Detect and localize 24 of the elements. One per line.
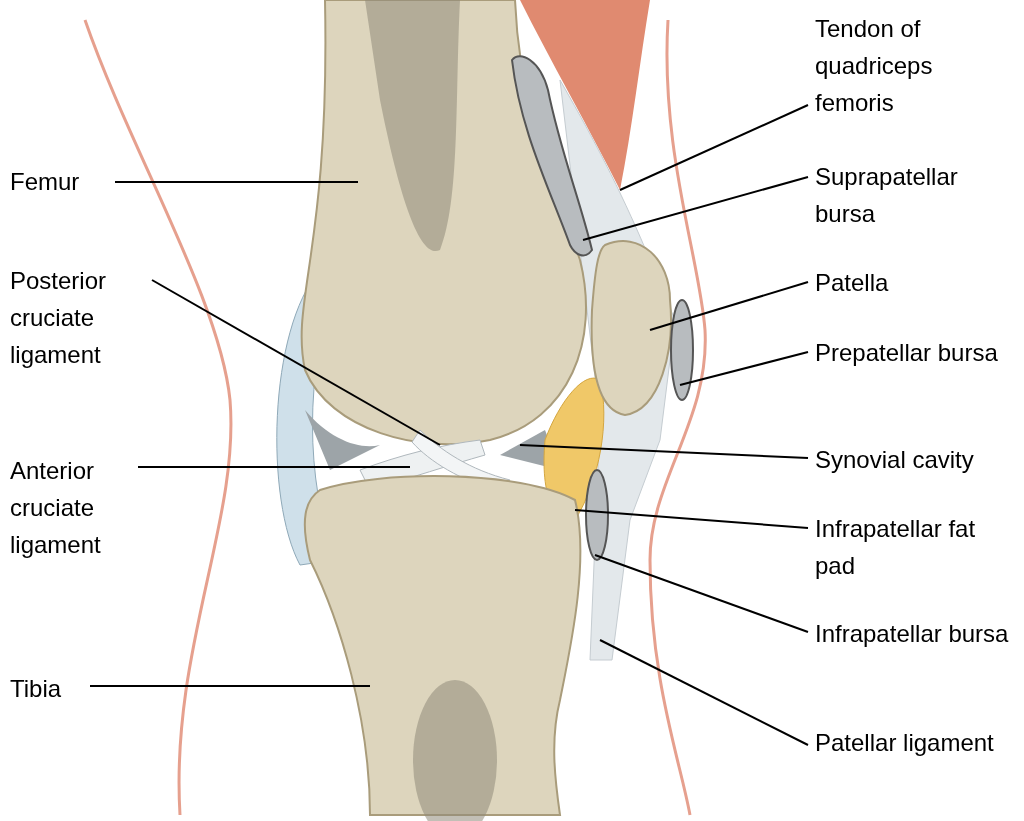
part-label: Patella	[815, 268, 890, 298]
leader-line	[89, 685, 371, 687]
leader-line	[574, 509, 809, 529]
leader-line	[519, 444, 809, 459]
leader-line	[679, 351, 809, 386]
leader-line	[151, 279, 441, 446]
leader-line	[619, 104, 809, 191]
part-label: Suprapatellar bursa	[815, 162, 959, 229]
part-label: Anterior cruciate ligament	[10, 456, 102, 560]
leader-line	[582, 176, 809, 241]
part-label: Posterior cruciate ligament	[10, 266, 108, 370]
part-label: Tendon of quadriceps femoris	[815, 14, 934, 118]
part-label: Synovial cavity	[815, 445, 975, 475]
part-label: Femur	[10, 167, 81, 197]
part-label: Patellar ligament	[815, 728, 995, 758]
leader-line	[137, 466, 411, 468]
part-label: Infrapatellar bursa	[815, 619, 1010, 649]
leader-line	[599, 639, 809, 746]
part-label: Prepatellar bursa	[815, 338, 999, 368]
leader-line	[594, 554, 809, 633]
part-label: Infrapatellar fat pad	[815, 514, 977, 581]
leader-line	[114, 181, 359, 183]
part-label: Tibia	[10, 674, 63, 704]
leader-line	[649, 281, 809, 331]
